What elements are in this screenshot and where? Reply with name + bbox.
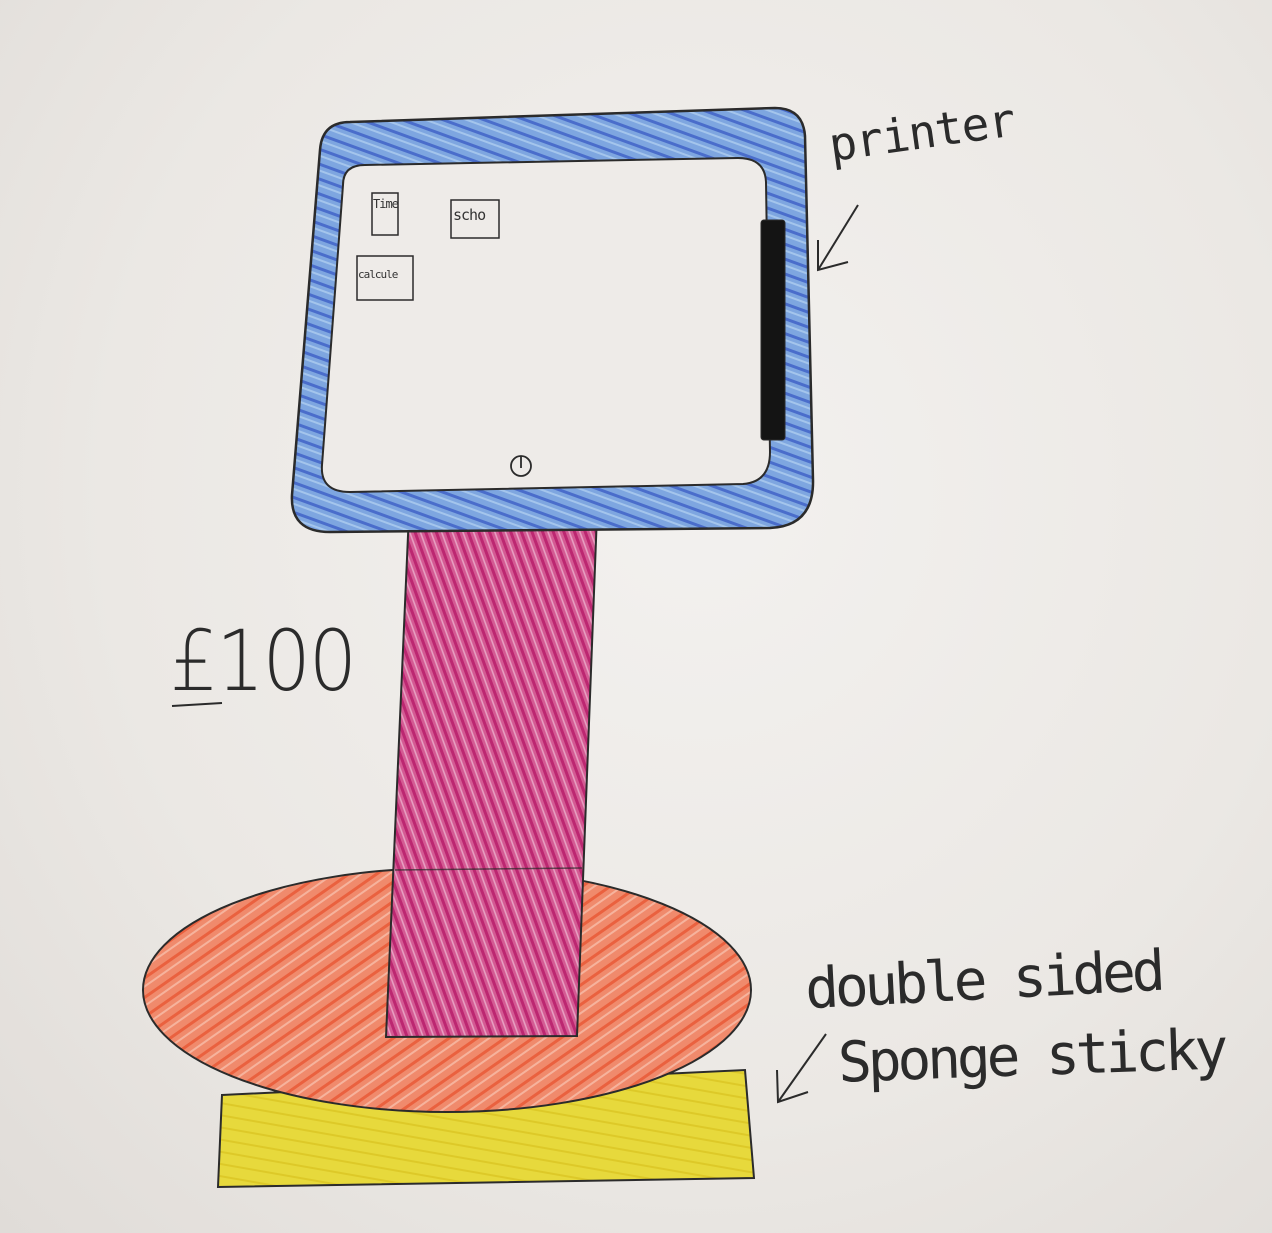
printer-slot: [761, 220, 785, 440]
school-app-label: scho: [453, 206, 499, 236]
time-app-label: Time: [373, 196, 399, 236]
stand-pole: [386, 488, 598, 1037]
base-label-line2: Sponge sticky: [837, 1017, 1225, 1095]
printer-arrow-icon: [818, 205, 858, 270]
price-label: £100: [170, 612, 355, 710]
base-arrow-icon: [777, 1034, 826, 1102]
calculator-app-label: calcule: [358, 268, 413, 290]
